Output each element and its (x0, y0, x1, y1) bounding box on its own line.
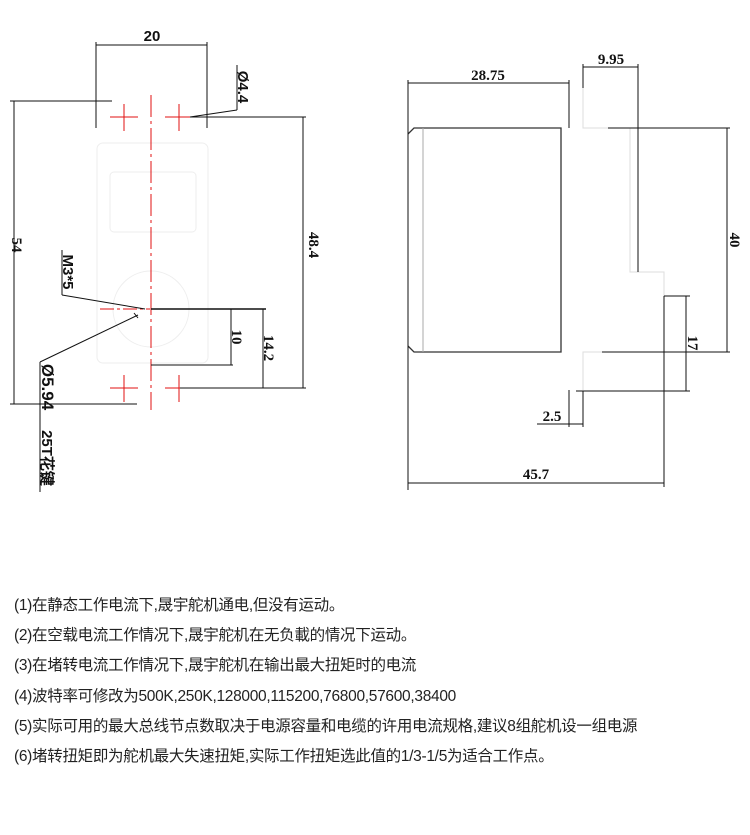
note-item: (4)波特率可修改为500K,250K,128000,115200,76800,… (14, 687, 456, 705)
flange-thickness-label: 2.5 (543, 409, 562, 425)
technical-drawing: 20 54 48.4 Ø4.4 M3*5 Ø5.94 (8, 28, 742, 492)
dimension-side-height: 40 (602, 127, 742, 353)
hole-diameter-callout: Ø4.4 (189, 65, 251, 118)
side-view: 28.75 9.95 40 17 2.5 4 (407, 52, 742, 490)
note-item: (3)在堵转电流工作情况下,晟宇舵机在输出最大扭矩时的电流 (14, 657, 417, 675)
note-item: (6)堵转扭矩即为舵机最大失速扭矩,实际工作扭矩选此值的1/3-1/5为适合工作… (14, 747, 554, 765)
dimension-height: 54 (8, 100, 137, 405)
dimension-body-depth: 28.75 (407, 68, 570, 490)
offset-10-label: 10 (228, 330, 244, 345)
dimension-width: 20 (95, 28, 208, 128)
dimension-hole-spacing: 48.4 (180, 116, 321, 389)
flange-outline (582, 88, 665, 390)
shaft-height-label: 17 (684, 336, 700, 352)
front-view: 20 54 48.4 Ø4.4 M3*5 Ø5.94 (8, 28, 321, 492)
hole-diameter-label: Ø4.4 (234, 71, 251, 104)
side-height-label: 40 (726, 233, 742, 248)
dimension-flange-thickness: 2.5 (537, 390, 584, 427)
dimension-shaft-height: 17 (576, 295, 700, 487)
note-item: (2)在空载电流工作情况下,晟宇舵机在无负載的情况下运动。 (14, 627, 417, 645)
width-label: 20 (144, 28, 161, 45)
note-item: (5)实际可用的最大总线节点数取决于电源容量和电缆的许用电流规格,建议8组舵机设… (14, 717, 638, 735)
height-label: 54 (8, 238, 24, 254)
flange-label: 9.95 (598, 52, 624, 68)
total-depth-label: 45.7 (523, 467, 550, 483)
spline-teeth-label: 25T花键 (38, 430, 56, 486)
servo-label-area (109, 171, 197, 233)
notes-list: (1)在静态工作电流下,晟宇舵机通电,但没有运动。 (2)在空载电流工作情况下,… (14, 595, 637, 776)
mounting-hole-marks (110, 104, 193, 402)
offset-14-label: 14.2 (260, 335, 276, 361)
hole-spacing-label: 48.4 (305, 232, 321, 259)
body-depth-label: 28.75 (471, 68, 505, 84)
servo-body (407, 127, 562, 353)
servo-outline (96, 142, 209, 364)
spline-callout: Ø5.94 25T花键 (38, 312, 139, 492)
dimension-flange: 9.95 (582, 52, 639, 272)
note-item: (1)在静态工作电流下,晟宇舵机通电,但没有运动。 (14, 597, 345, 614)
spline-diameter-label: Ø5.94 (38, 364, 57, 411)
screw-callout: M3*5 (59, 250, 146, 310)
screw-label: M3*5 (59, 254, 76, 289)
dimension-shaft-offset: 10 14.2 (151, 308, 276, 388)
dimension-total-depth: 45.7 (408, 467, 664, 484)
